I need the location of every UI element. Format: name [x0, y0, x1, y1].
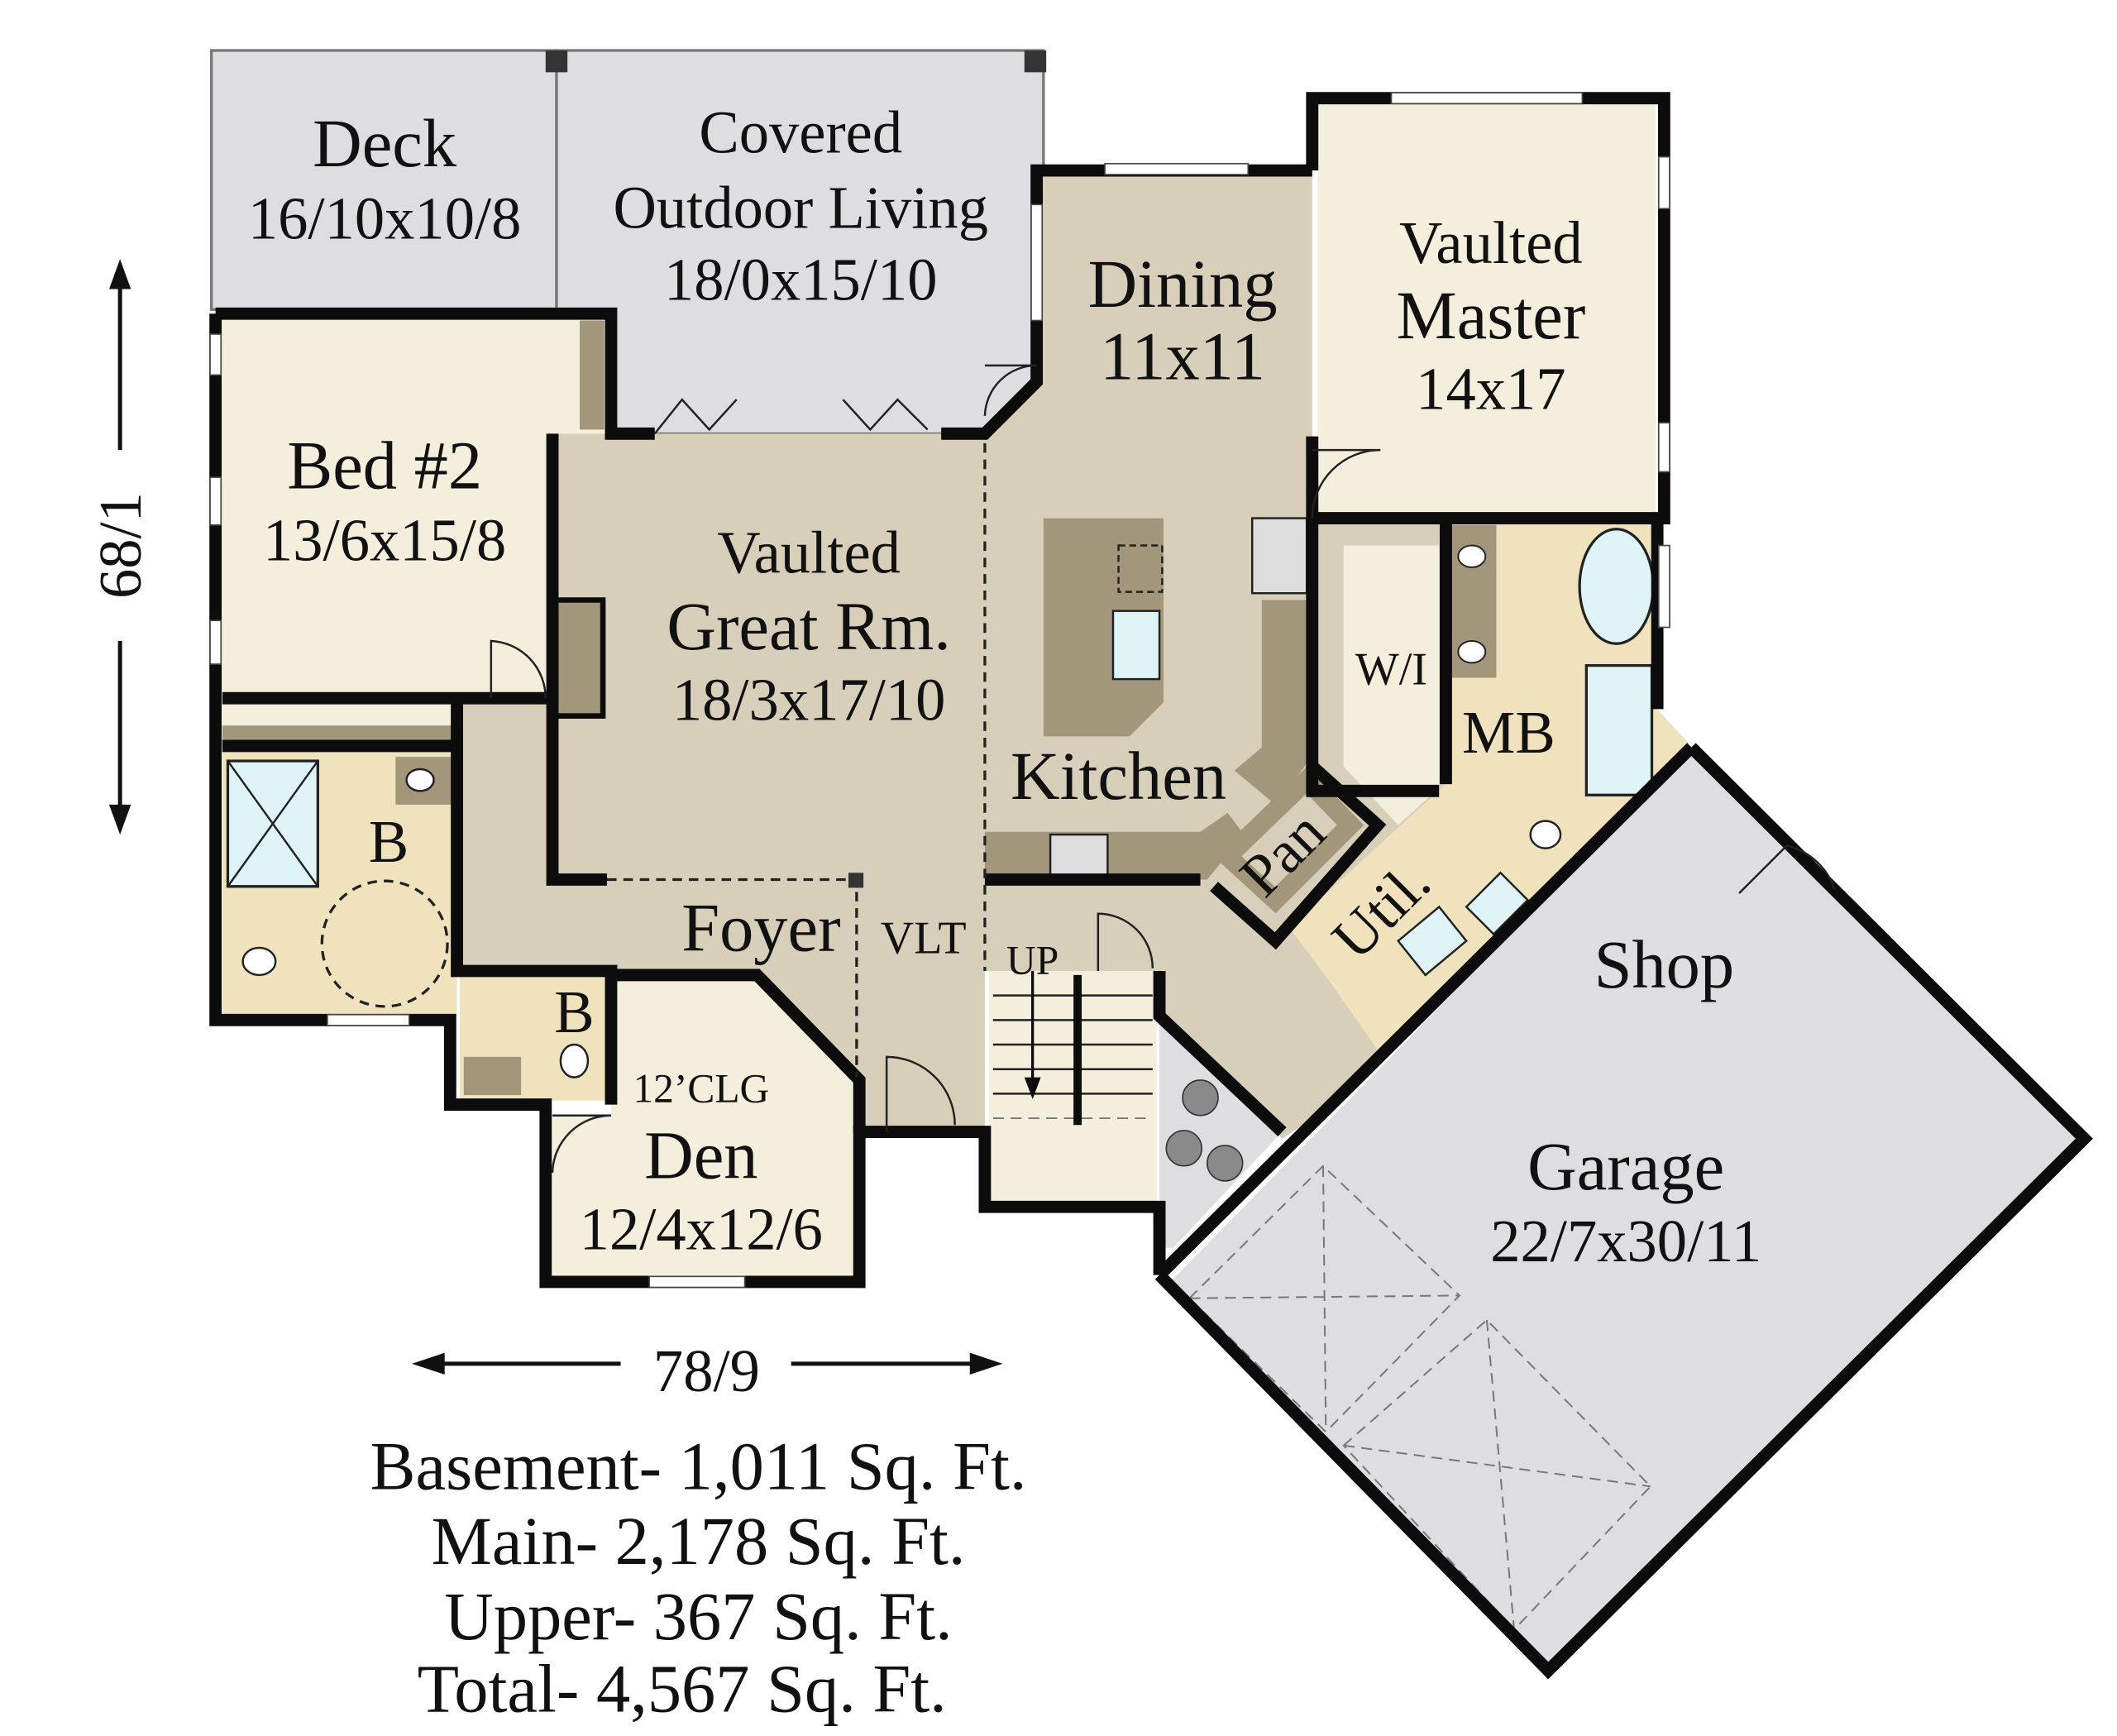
basement-area: Basement- 1,011 Sq. Ft. — [370, 1429, 1027, 1504]
dishwasher-icon — [1117, 544, 1164, 593]
great-size: 18/3x17/10 — [672, 667, 946, 734]
pantry-area — [1213, 766, 1364, 914]
dryer-icon — [1396, 905, 1468, 977]
toilet-icon-mb — [1529, 820, 1562, 849]
vanity-counter-2 — [463, 1056, 522, 1096]
sink-icon-mb2 — [1457, 639, 1487, 664]
toilet-icon — [241, 946, 277, 977]
total-area: Total- 4,567 Sq. Ft. — [418, 1651, 947, 1726]
master-label-1: Vaulted — [1399, 209, 1583, 276]
bathtub-icon — [1578, 528, 1655, 645]
stair-treads — [992, 970, 1153, 1126]
deck-area — [210, 49, 558, 311]
covered-size: 18/0x15/10 — [664, 246, 938, 313]
arrow-down-icon — [108, 804, 131, 835]
fridge-icon — [1250, 517, 1308, 595]
stairs-area — [988, 970, 1157, 1206]
vlt-label: VLT — [881, 913, 967, 964]
deck-label: Deck — [313, 106, 457, 181]
windows — [209, 92, 1670, 1289]
turning-circle — [320, 879, 449, 1008]
post-icon — [545, 50, 568, 73]
stairs-up-label: UP — [1006, 937, 1058, 983]
upper-area: Upper- 367 Sq. Ft. — [444, 1579, 952, 1654]
tank-icon — [1182, 1079, 1219, 1117]
kitchen-island — [1043, 518, 1164, 737]
tank-icon — [1165, 1130, 1203, 1167]
master-bath-area — [1288, 518, 1689, 1050]
shop-label: Shop — [1594, 927, 1735, 1002]
width-dimension: 78/9 — [412, 1337, 1003, 1404]
closet-shelf — [580, 320, 605, 430]
great-label-2: Great Rm. — [667, 589, 950, 664]
bed2-size: 13/6x15/8 — [263, 507, 506, 574]
pantry-counter — [1234, 600, 1307, 805]
den-area — [549, 974, 857, 1279]
garage-door-swing — [1188, 1165, 1652, 1631]
bath1-label: B — [369, 808, 409, 875]
covered-label-2: Outdoor Living — [614, 174, 988, 241]
main-floor — [456, 170, 1446, 1139]
outdoor-areas — [210, 49, 1047, 435]
great-label-1: Vaulted — [717, 519, 901, 586]
area-summary: Basement- 1,011 Sq. Ft. Main- 2,178 Sq. … — [370, 1429, 1027, 1727]
mb-shower-icon — [1584, 663, 1654, 796]
washer-icon — [1465, 871, 1530, 936]
deck-size: 16/10x10/8 — [248, 185, 522, 252]
bed2-area — [215, 313, 553, 699]
den-size: 12/4x12/6 — [580, 1195, 823, 1262]
fireplace-icon — [549, 597, 606, 719]
width-label: 78/9 — [653, 1337, 760, 1404]
shower-drain-lines — [227, 760, 319, 887]
main-area: Main- 2,178 Sq. Ft. — [432, 1504, 966, 1579]
walkin-area — [1343, 545, 1440, 825]
post-icon — [1024, 50, 1047, 73]
master-size: 14x17 — [1416, 356, 1565, 423]
master-label-2: Master — [1396, 278, 1585, 353]
sink-icon-mb1 — [1457, 544, 1487, 568]
covered-label-1: Covered — [699, 99, 902, 166]
kitchen-sink-icon — [1111, 610, 1161, 681]
toilet-icon-2 — [559, 1043, 590, 1078]
arrow-left-icon — [412, 1352, 445, 1375]
depth-dimension: 68/1 — [87, 259, 154, 835]
column-icon — [848, 873, 864, 888]
tank-icon — [1206, 1145, 1244, 1182]
master-area — [1317, 103, 1656, 513]
sink-icon — [405, 768, 435, 792]
kitchen-label: Kitchen — [1011, 739, 1226, 814]
garage-size: 22/7x30/11 — [1490, 1208, 1761, 1275]
bath2-label: B — [554, 978, 594, 1045]
mechanical-closet — [1159, 1016, 1283, 1248]
walkin-label: W/I — [1355, 644, 1427, 696]
doors — [490, 364, 1836, 1174]
den-ceiling-label: 12’CLG — [633, 1065, 769, 1111]
garage-area — [1170, 747, 2085, 1671]
dining-size: 11x11 — [1100, 318, 1265, 394]
range-icon — [1049, 833, 1109, 877]
arrow-right-icon — [969, 1352, 1003, 1375]
master-bath-label: MB — [1462, 699, 1555, 766]
bed2-label: Bed #2 — [287, 428, 482, 503]
depth-label: 68/1 — [87, 492, 154, 599]
dining-label: Dining — [1088, 246, 1278, 322]
den-label: Den — [644, 1118, 757, 1193]
arrow-up-icon — [108, 259, 131, 289]
foyer-label: Foyer — [681, 890, 840, 965]
garage-label: Garage — [1527, 1129, 1724, 1204]
